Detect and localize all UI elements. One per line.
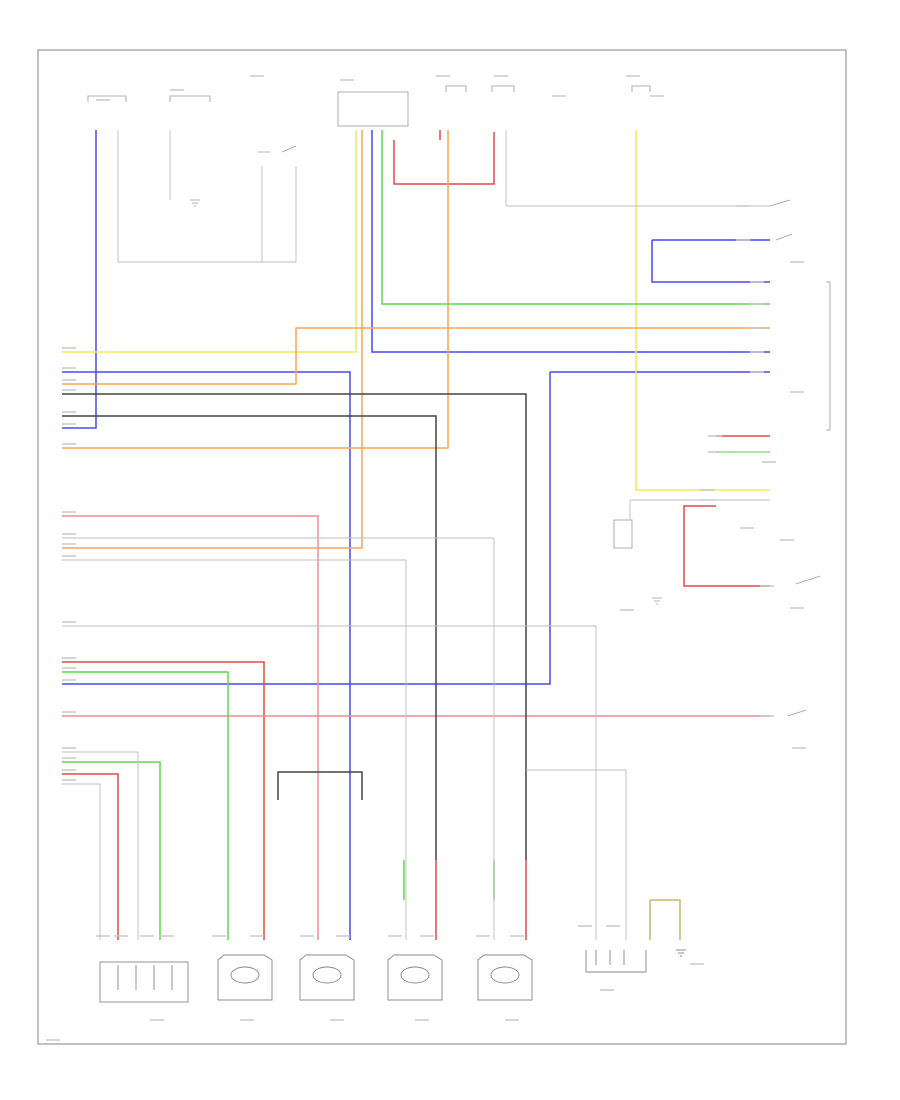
wire-blue-3 <box>651 239 770 283</box>
switch-top <box>258 145 297 153</box>
wire-black-27 <box>277 771 363 800</box>
wire-black-26 <box>62 415 437 860</box>
wire-pink-12 <box>62 515 319 940</box>
wire-green-20 <box>62 671 229 940</box>
wire-tan-39 <box>649 899 681 940</box>
connector-top-left <box>87 95 127 102</box>
switch-right-4 <box>787 709 807 717</box>
wire-gray-32 <box>62 559 407 940</box>
bottom-components <box>99 949 686 1003</box>
wire-red-9 <box>62 773 119 940</box>
switch-right-1 <box>769 199 791 207</box>
bottom-sensor-5 <box>477 954 533 1001</box>
top-components <box>87 85 831 717</box>
wire-green-21 <box>62 761 161 940</box>
wire-green-19 <box>381 130 770 305</box>
wire-blue-1 <box>371 130 770 353</box>
bottom-sensor-4 <box>387 954 443 1001</box>
fuse-block-3 <box>631 85 651 92</box>
bottom-connector-1 <box>99 961 189 1003</box>
diagram-frame <box>37 49 847 1045</box>
wire-gray-36 <box>62 783 101 940</box>
switch-right-2 <box>775 233 793 241</box>
wire-orange-18 <box>62 130 363 549</box>
wire-gray-33 <box>62 625 597 940</box>
bottom-module-6 <box>585 950 647 973</box>
bottom-sensor-3 <box>299 954 355 1001</box>
wire-blue-2 <box>62 371 770 685</box>
label-marks <box>46 75 806 1041</box>
wire-gray-29 <box>117 130 297 263</box>
wire-red-8 <box>683 505 770 587</box>
fuse-block-1 <box>445 85 467 92</box>
bottom-module-6-pins <box>595 950 625 965</box>
connector-top-2 <box>169 95 211 102</box>
wire-blue-0 <box>62 130 97 429</box>
wire-red-5 <box>393 132 495 185</box>
wire-gray-38 <box>526 769 627 940</box>
wire-yellow-14 <box>62 130 357 353</box>
sensor-block-right <box>613 519 633 549</box>
wire-orange-16 <box>62 327 770 385</box>
wire-orange-17 <box>62 130 449 449</box>
right-connector-bracket <box>826 281 831 431</box>
bottom-connector-1-pins <box>117 965 173 990</box>
wire-gray-34 <box>62 537 495 940</box>
ground-symbol-1 <box>190 199 200 207</box>
wire-yellow-15 <box>635 130 770 491</box>
ecu-connector-top <box>337 91 409 127</box>
bottom-sensor-3-body <box>312 966 342 984</box>
bottom-sensor-5-body <box>490 966 520 984</box>
wires <box>62 130 770 940</box>
switch-right-3 <box>795 575 821 585</box>
bottom-sensor-2 <box>217 954 273 1001</box>
bottom-sensor-4-body <box>400 966 430 984</box>
wire-gray-35 <box>62 751 139 940</box>
bottom-sensor-2-body <box>230 966 260 984</box>
wire-gray-28 <box>505 130 770 207</box>
wire-blue-4 <box>62 371 351 940</box>
fuse-block-2 <box>491 85 515 92</box>
wire-red-6 <box>62 661 265 940</box>
wire-black-25 <box>62 393 527 860</box>
wire-gray-37 <box>629 499 770 520</box>
ground-symbol-2 <box>652 597 662 605</box>
ground-symbol-3 <box>676 949 686 957</box>
